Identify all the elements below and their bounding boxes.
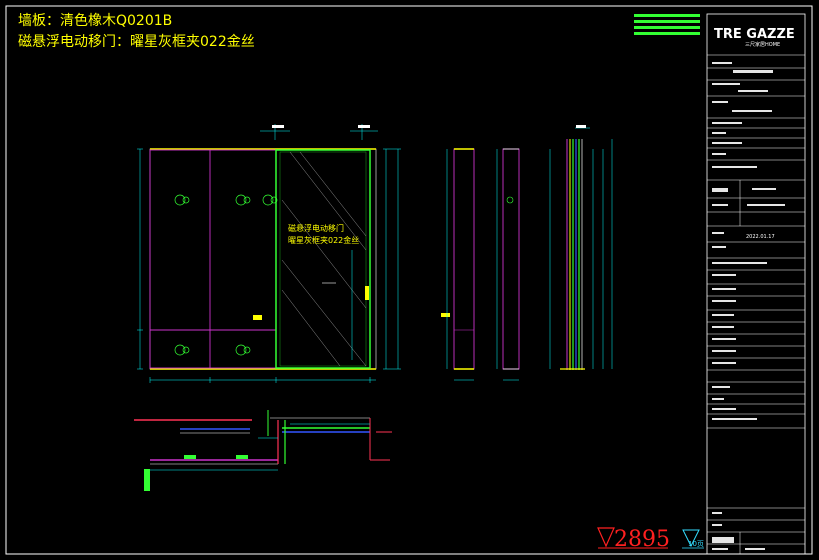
fixings — [174, 194, 278, 356]
brand-sub: 三尺家居HOME — [745, 41, 780, 48]
dimension-lines — [137, 124, 401, 383]
side-section-2 — [496, 148, 520, 381]
title-block: TRE GAZZE 三尺家居HOME — [706, 13, 806, 555]
door-label-1: 磁悬浮电动移门 — [288, 223, 344, 233]
level-triangle-icon — [597, 527, 615, 548]
header-line-1: 墙板：清色橡木Q0201B — [18, 13, 173, 29]
sliding-door — [275, 149, 371, 369]
side-section-1 — [441, 148, 475, 381]
date-text: 2022.01.17 — [746, 234, 775, 240]
elevation-marker: 10页 — [682, 529, 704, 549]
door-section — [549, 125, 613, 370]
wall-panels — [149, 149, 277, 369]
drawing-frame — [5, 5, 813, 555]
page-tag: 10页 — [688, 540, 704, 548]
brand-logo: TRE GAZZE — [714, 27, 795, 42]
door-label-2: 曜星灰框夹022金丝 — [288, 235, 359, 245]
plan-section — [134, 410, 392, 491]
front-elevation: 磁悬浮电动移门 曜星灰框夹022金丝 — [137, 124, 401, 383]
header-line-2: 磁悬浮电动移门：曜星灰框夹022金丝 — [18, 34, 255, 50]
status-bars — [634, 14, 700, 35]
level-value: 2895 — [614, 527, 670, 552]
